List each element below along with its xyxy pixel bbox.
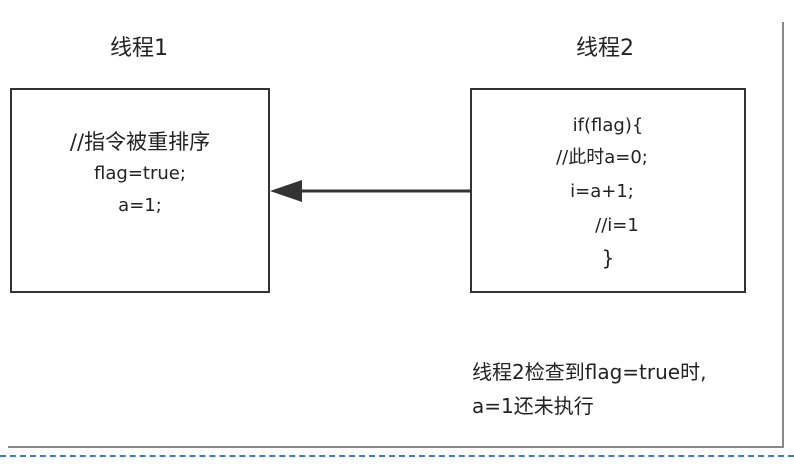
thread2-line-1: if(flag){ xyxy=(572,115,644,136)
dashed-separator xyxy=(0,455,794,457)
thread1-title: 线程1 xyxy=(110,36,168,61)
thread2-box: if(flag){ //此时a=0; i=a+1; //i=1 } xyxy=(470,88,746,293)
thread2-line-3: i=a+1; xyxy=(570,181,634,202)
thread1-box: //指令被重排序 flag=true; a=1; xyxy=(10,88,270,293)
thread1-line-3: a=1; xyxy=(118,195,162,216)
note-line-1: 线程2检查到flag=true时, xyxy=(472,360,707,384)
thread2-line-4: //i=1 xyxy=(595,215,639,236)
thread2-line-2: //此时a=0; xyxy=(556,147,648,168)
frame-right-border xyxy=(782,22,784,447)
thread1-line-1: //指令被重排序 xyxy=(69,130,211,154)
arrow xyxy=(270,180,472,202)
thread2-line-5: } xyxy=(601,246,615,270)
thread2-title: 线程2 xyxy=(576,36,634,61)
note-line-2: a=1还未执行 xyxy=(472,394,594,418)
arrow-head-icon xyxy=(270,180,302,202)
frame-bottom-border xyxy=(8,446,784,448)
thread1-line-2: flag=true; xyxy=(94,163,186,184)
